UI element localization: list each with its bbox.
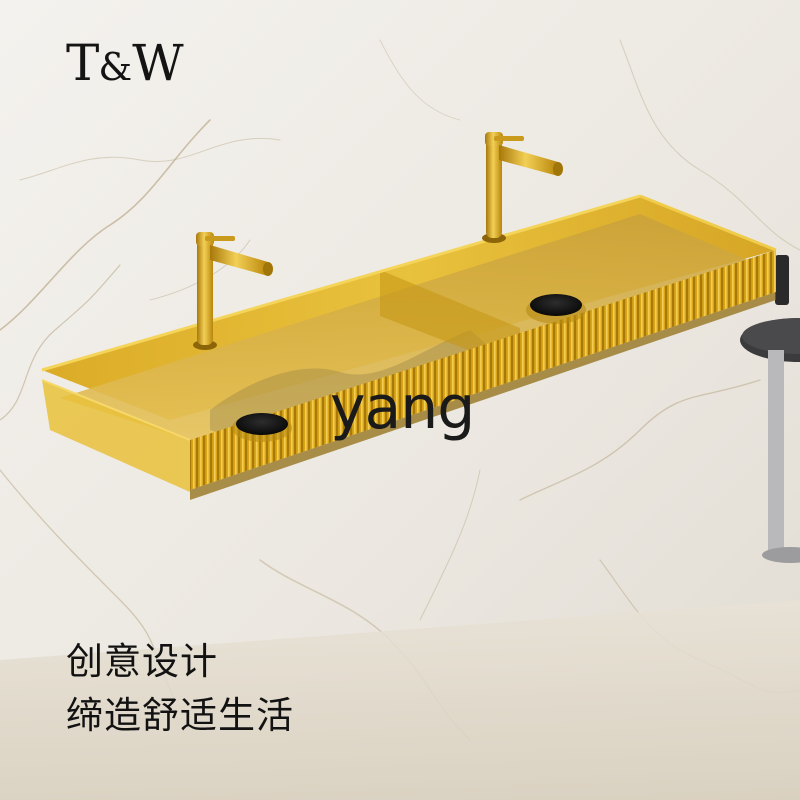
fluted-front-panel: [190, 250, 776, 490]
slogan-line-1: 创意设计: [66, 640, 218, 683]
logo-letter-w: W: [132, 34, 183, 92]
slogan-line-2: 缔造舒适生活: [66, 694, 294, 737]
brand-logo: T&W: [66, 38, 184, 89]
faucet-right: [482, 132, 563, 243]
logo-ampersand: &: [98, 45, 133, 89]
side-table: [740, 255, 800, 563]
logo-letter-t: T: [66, 34, 99, 92]
faucet-left: [193, 232, 273, 350]
floor: [0, 600, 800, 800]
drain-left: [232, 413, 292, 442]
drain-right: [526, 294, 586, 324]
watermark-text: yang: [330, 373, 475, 443]
double-basin-sink: [41, 194, 777, 500]
